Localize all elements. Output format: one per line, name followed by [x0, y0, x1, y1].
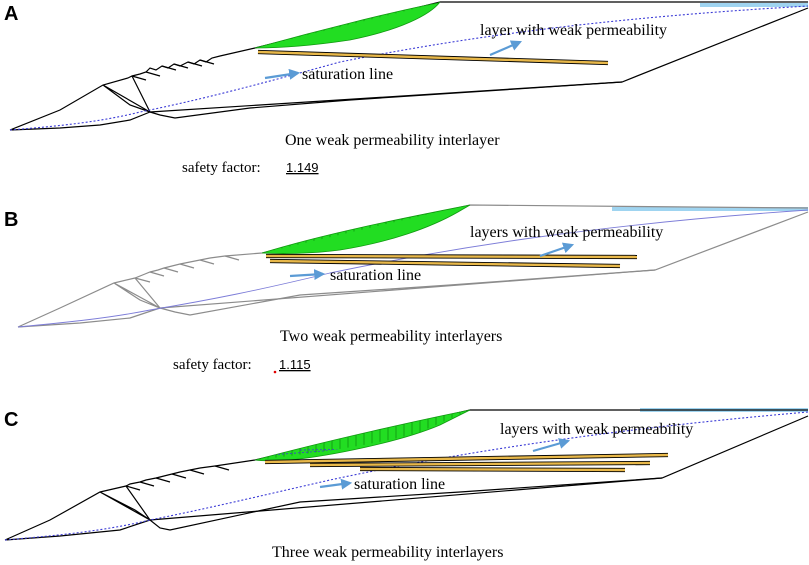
safety-factor-label-b: safety factor:	[173, 357, 252, 373]
caption-a: One weak permeability interlayer	[285, 132, 500, 149]
label-saturation-a: saturation line	[302, 66, 393, 83]
red-dot-marker	[273, 370, 277, 374]
panel-letter-c: C	[4, 409, 18, 431]
arrow-interlayer-c	[532, 438, 571, 453]
label-saturation-b: saturation line	[330, 267, 421, 284]
safety-factor-value-a: 1.149	[286, 160, 319, 175]
caption-c: Three weak permeability interlayers	[272, 544, 503, 561]
slope-outline-a	[9, 1, 809, 131]
body-line-b	[159, 269, 656, 309]
arrow-saturation-b	[289, 269, 326, 281]
slope-outline-b	[17, 204, 809, 328]
slip-surface-b	[261, 204, 471, 254]
slip-surface-a	[254, 1, 441, 49]
label-saturation-c: saturation line	[354, 476, 445, 493]
panel-c: C layers with weak permeability saturati…	[4, 408, 809, 561]
safety-factor-label-a: safety factor:	[182, 160, 261, 176]
panel-b: B layers with weak permeability saturati…	[4, 204, 809, 374]
body-line-a	[149, 81, 623, 113]
arrow-interlayer-a	[489, 40, 523, 57]
caption-b: Two weak permeability interlayers	[280, 328, 502, 345]
berm-steps-c	[125, 465, 230, 491]
panel-letter-a: A	[4, 3, 18, 25]
berm-steps-b	[134, 255, 240, 283]
panel-a: A layer with weak permeability saturatio…	[4, 1, 809, 176]
saturation-line-a	[9, 5, 809, 131]
body-line-c	[149, 477, 663, 521]
arrow-interlayer-b	[539, 242, 575, 258]
slope-outline-c	[4, 409, 809, 541]
saturation-line-b	[17, 209, 809, 328]
arrow-saturation-a	[264, 68, 301, 80]
label-interlayer-a: layer with weak permeability	[480, 22, 667, 39]
arrow-saturation-c	[319, 478, 353, 490]
safety-factor-value-b: 1.115	[279, 357, 311, 372]
slip-surface-c	[254, 409, 471, 462]
panel-letter-b: B	[4, 209, 18, 231]
label-interlayer-b: layers with weak permeability	[470, 224, 663, 241]
label-interlayer-c: layers with weak permeability	[500, 421, 693, 438]
berm-steps-a	[131, 59, 215, 81]
